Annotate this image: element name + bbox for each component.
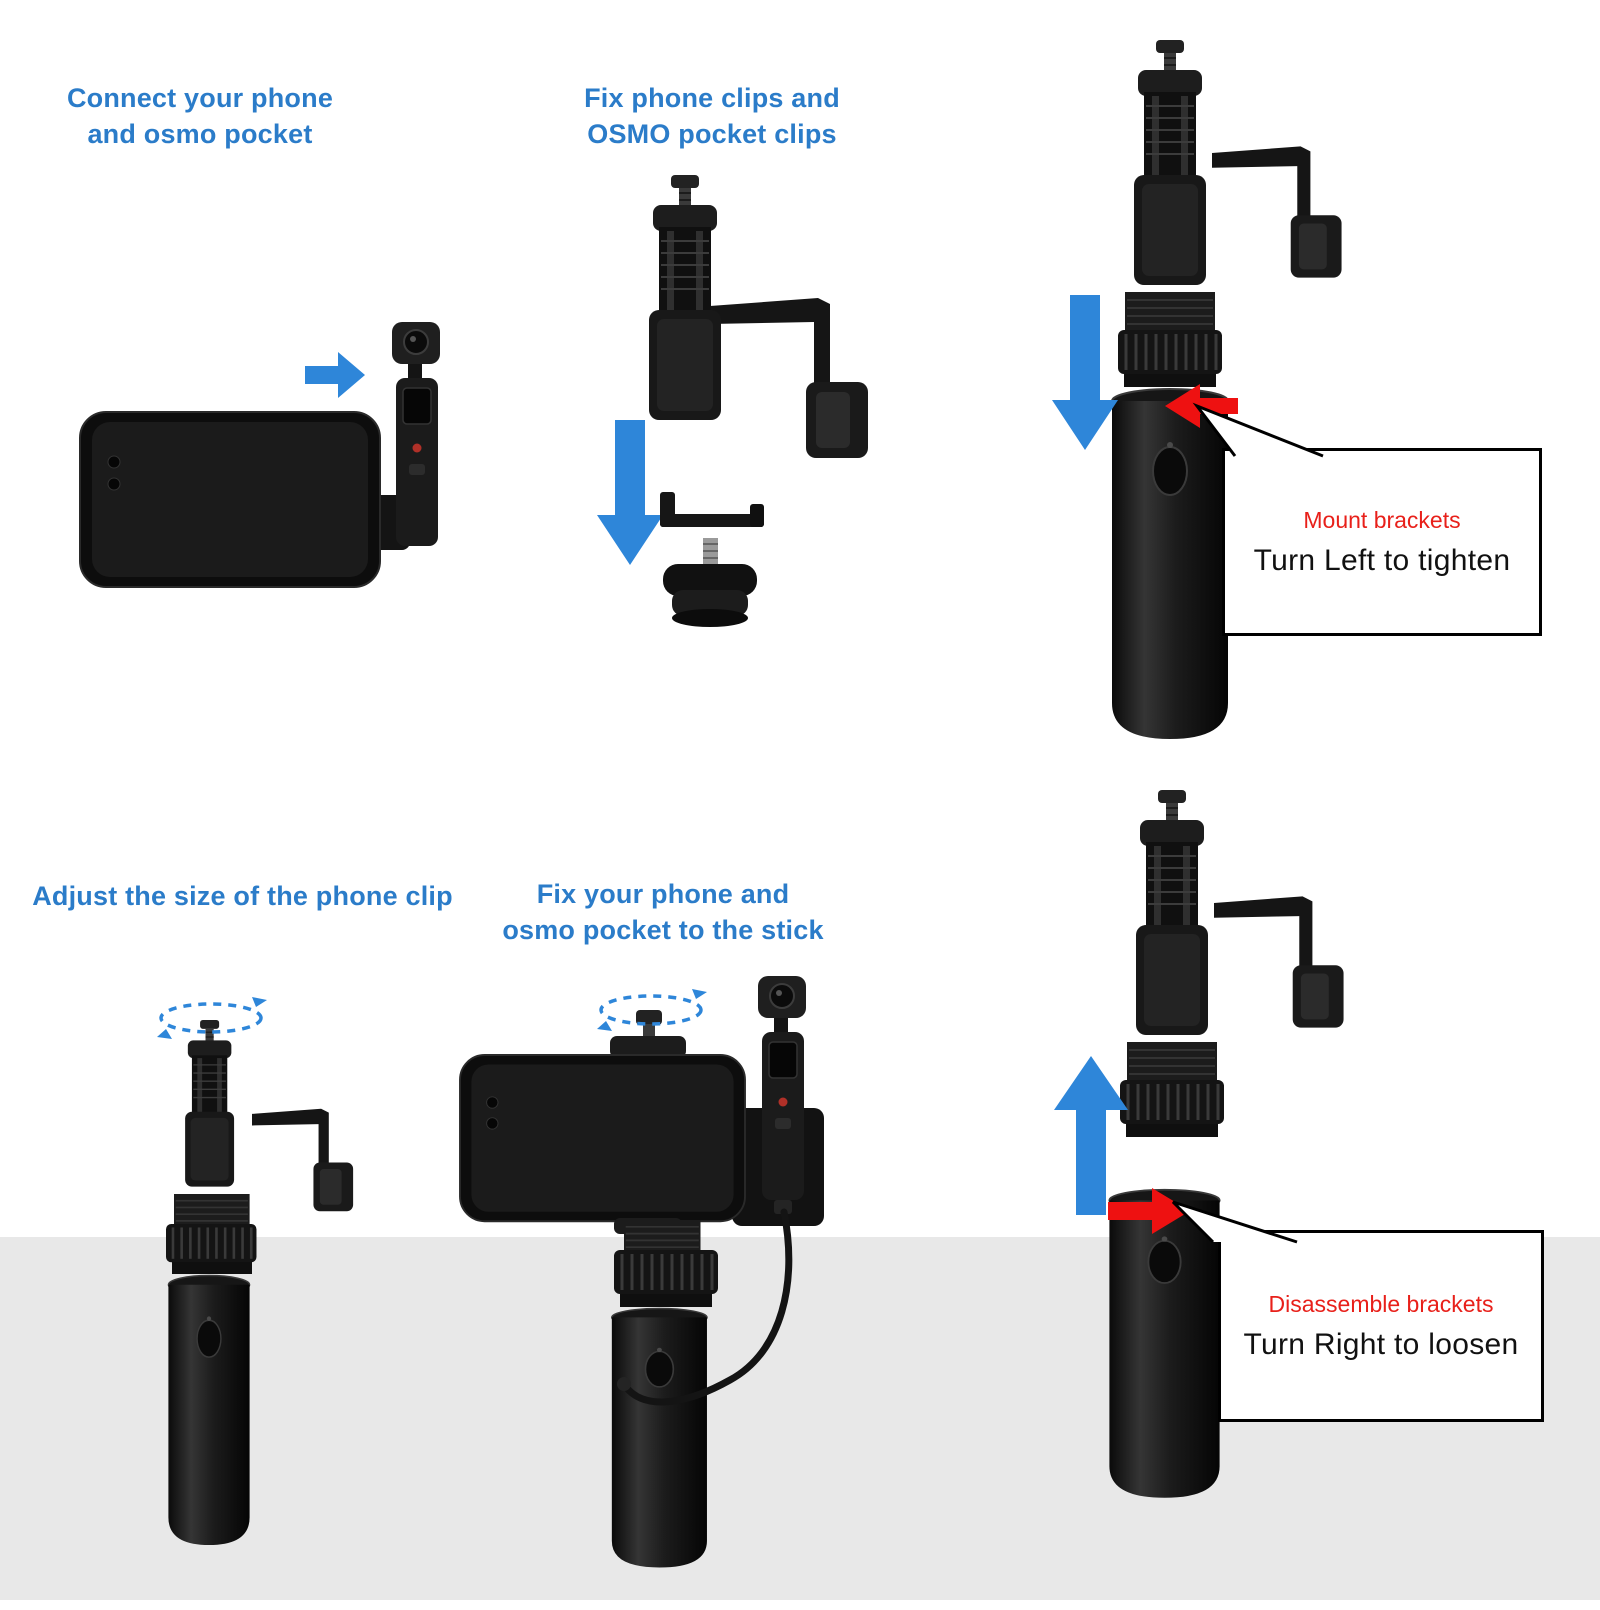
step4-illustration xyxy=(155,995,354,1546)
osmo-clip-bracket xyxy=(252,1108,354,1212)
osmo-clip-bracket xyxy=(710,298,868,458)
disassemble-callout-body: Turn Right to loosen xyxy=(1243,1327,1519,1361)
osmo-pocket-camera xyxy=(391,321,441,547)
knurled-lock-ring xyxy=(1118,1078,1226,1126)
step2-illustration xyxy=(597,174,868,627)
phone-clamp xyxy=(1133,39,1207,286)
phone-clamp xyxy=(1135,789,1209,1036)
arrow-down-icon xyxy=(597,420,663,565)
mount-callout-body: Turn Left to tighten xyxy=(1253,543,1511,577)
stick-ring xyxy=(1124,374,1216,387)
selfie-stick-handle xyxy=(167,1274,251,1546)
knurled-lock-ring xyxy=(612,1248,720,1296)
stick-ring xyxy=(1126,1124,1218,1137)
osmo-clip-bracket xyxy=(1212,146,1342,278)
l-bracket-part xyxy=(660,492,764,527)
mount-callout-pointer xyxy=(1192,402,1324,458)
arrow-right-icon xyxy=(305,352,365,398)
threaded-collar xyxy=(1126,1041,1218,1081)
step4-title: Adjust the size of the phone clip xyxy=(32,881,453,911)
step5-illustration xyxy=(459,975,824,1569)
phone-clamp xyxy=(610,1010,686,1058)
step2-title: Fix phone clips and OSMO pocket clips xyxy=(584,83,840,150)
disassemble-callout-heading: Disassemble brackets xyxy=(1268,1290,1494,1317)
step1-title: Connect your phone and osmo pocket xyxy=(66,83,334,150)
step5-title: Fix your phone and osmo pocket to the st… xyxy=(502,879,824,946)
threaded-collar xyxy=(623,1219,702,1254)
step1-illustration xyxy=(79,321,441,588)
step3-illustration xyxy=(1052,39,1342,740)
smartphone xyxy=(459,1054,746,1223)
disassemble-callout: Disassemble brackets Turn Right to loose… xyxy=(1218,1230,1544,1422)
step6-illustration xyxy=(1054,789,1344,1499)
osmo-clip-bracket xyxy=(1214,896,1344,1028)
mount-callout-heading: Mount brackets xyxy=(1303,506,1461,533)
arrow-left-icon xyxy=(1165,384,1238,428)
phone-clamp xyxy=(648,174,722,421)
screw-adapter xyxy=(663,538,757,627)
threaded-collar xyxy=(1124,291,1216,331)
smartphone xyxy=(79,411,381,588)
knurled-lock-ring xyxy=(164,1222,258,1264)
phone-clamp xyxy=(184,1019,235,1188)
selfie-stick-handle xyxy=(611,1307,708,1569)
charging-cable xyxy=(617,1200,793,1406)
arrow-right-icon xyxy=(1108,1188,1190,1234)
osmo-pocket-camera xyxy=(757,975,807,1201)
knurled-lock-ring xyxy=(1116,328,1224,376)
threaded-collar xyxy=(173,1193,251,1227)
arrow-down-icon xyxy=(1052,295,1118,450)
stick-ring xyxy=(172,1262,252,1274)
disassemble-callout-pointer xyxy=(1171,1200,1298,1244)
mount-callout: Mount brackets Turn Left to tighten xyxy=(1222,448,1542,636)
stick-ring xyxy=(620,1294,712,1307)
arrow-up-icon xyxy=(1054,1056,1128,1215)
